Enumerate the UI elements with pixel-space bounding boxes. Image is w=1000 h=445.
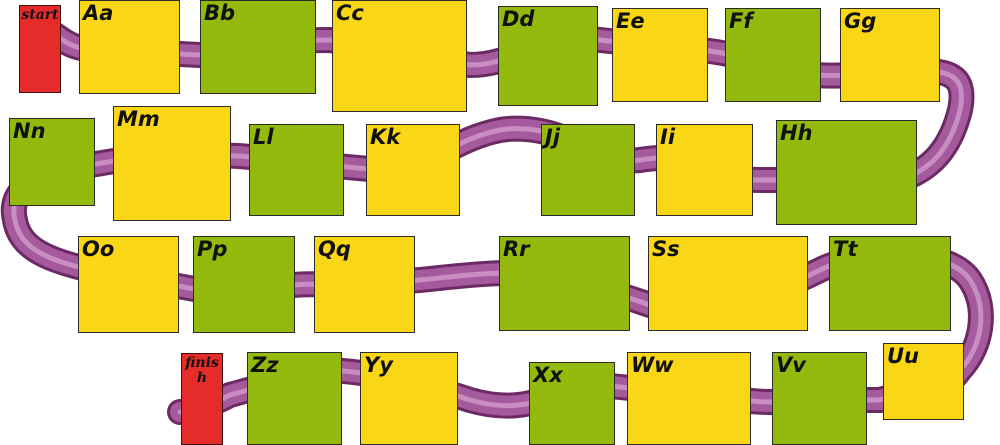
tile-nn[interactable]: Nn [9, 118, 95, 206]
tile-ss[interactable]: Ss [648, 236, 808, 331]
tile-bb[interactable]: Bb [200, 0, 316, 94]
tile-label: Ll [253, 125, 274, 149]
tile-label: Zz [251, 353, 279, 377]
tile-label: Aa [83, 1, 114, 25]
tile-qq[interactable]: Qq [314, 236, 415, 333]
tile-label: Ss [652, 237, 680, 261]
tile-label: Hh [780, 121, 813, 145]
tile-label: Qq [318, 237, 351, 261]
tile-kk[interactable]: Kk [366, 124, 460, 216]
tile-ll[interactable]: Ll [249, 124, 344, 216]
tile-label: Ww [631, 353, 674, 377]
start-label: start [21, 7, 59, 23]
tile-ii[interactable]: Ii [656, 124, 753, 216]
tile-ww[interactable]: Ww [627, 352, 751, 445]
tile-label: Oo [82, 237, 115, 261]
tile-rr[interactable]: Rr [499, 236, 630, 331]
tile-label: Ff [729, 9, 753, 33]
tile-label: Jj [545, 125, 561, 149]
tile-zz[interactable]: Zz [247, 352, 342, 445]
tile-tt[interactable]: Tt [829, 236, 951, 331]
tile-label: Yy [364, 353, 393, 377]
tile-label: Cc [336, 1, 364, 25]
tile-dd[interactable]: Dd [498, 6, 598, 106]
tile-uu[interactable]: Uu [883, 343, 964, 420]
tile-label: Kk [370, 125, 401, 149]
tile-label: Ee [616, 9, 645, 33]
tile-label: Dd [502, 7, 535, 31]
tile-cc[interactable]: Cc [332, 0, 467, 112]
tile-oo[interactable]: Oo [78, 236, 179, 333]
tile-mm[interactable]: Mm [113, 106, 231, 221]
tile-label: Xx [533, 363, 563, 387]
finish-label: finish [185, 355, 219, 386]
tile-hh[interactable]: Hh [776, 120, 917, 225]
tile-label: Uu [887, 344, 920, 368]
tile-ee[interactable]: Ee [612, 8, 708, 102]
tile-label: Tt [833, 237, 858, 261]
tile-xx[interactable]: Xx [529, 362, 615, 445]
tile-label: Pp [197, 237, 228, 261]
tile-vv[interactable]: Vv [772, 352, 867, 445]
tile-label: Rr [503, 237, 530, 261]
tile-aa[interactable]: Aa [79, 0, 180, 94]
finish-marker[interactable]: finish [181, 353, 223, 445]
tile-label: Nn [13, 119, 46, 143]
tile-jj[interactable]: Jj [541, 124, 635, 216]
tile-yy[interactable]: Yy [360, 352, 458, 445]
tile-pp[interactable]: Pp [193, 236, 295, 333]
tile-label: Ii [660, 125, 676, 149]
tile-label: Vv [776, 353, 806, 377]
tile-label: Gg [844, 9, 877, 33]
tile-label: Mm [117, 107, 160, 131]
tile-gg[interactable]: Gg [840, 8, 940, 102]
tile-ff[interactable]: Ff [725, 8, 821, 102]
tile-label: Bb [204, 1, 236, 25]
start-marker[interactable]: start [19, 5, 61, 93]
